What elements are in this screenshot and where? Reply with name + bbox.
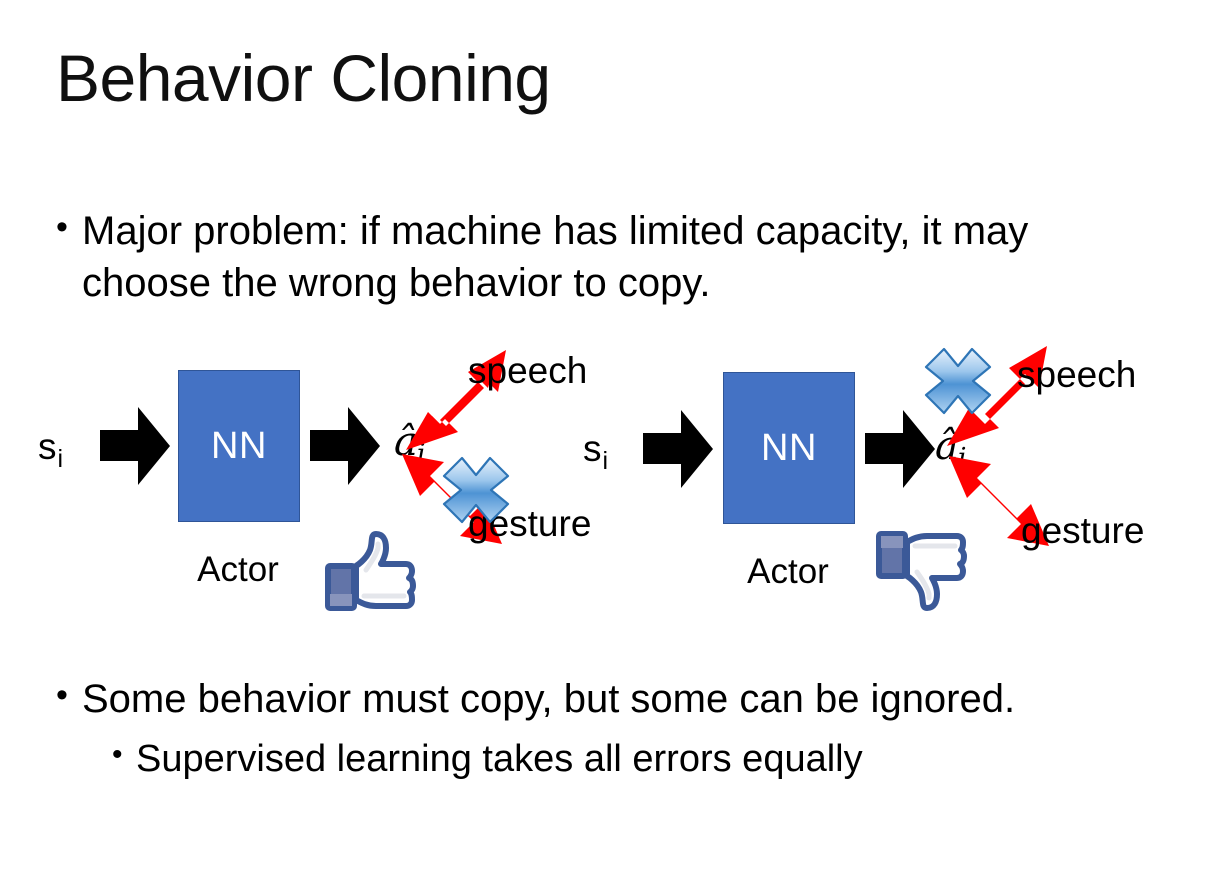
branch-label-speech-left: speech <box>468 350 588 391</box>
output-arrow-left <box>310 403 380 489</box>
input-arrow-left <box>100 403 170 489</box>
branch-label-gesture-right: gesture <box>1021 510 1145 551</box>
bullet-top-text: Major problem: if machine has limited ca… <box>82 209 1029 305</box>
branch-arrow-gesture-right <box>945 452 1053 560</box>
bullet-bottom-level2: • Supervised learning takes all errors e… <box>112 735 1172 784</box>
cross-out-icon-gesture-left <box>438 452 514 528</box>
nn-box-left: NN <box>178 370 300 522</box>
cross-out-icon-speech-right <box>920 343 996 419</box>
branch-arrow-speech-left <box>402 346 510 454</box>
nn-box-label-left: NN <box>211 425 267 467</box>
branch-arrow-speech-right <box>943 342 1051 450</box>
nn-box-label-right: NN <box>761 427 817 469</box>
input-state-label-left: si <box>38 426 64 473</box>
thumbs-down-icon-right <box>871 520 967 616</box>
bullet-top: • Major problem: if machine has limited … <box>56 205 1116 309</box>
branch-label-speech-right: speech <box>1017 354 1137 395</box>
bullet-bottom-level1-text: Some behavior must copy, but some can be… <box>82 677 1016 721</box>
actor-caption-right: Actor <box>747 552 829 591</box>
input-state-label-right: si <box>583 428 609 475</box>
nn-box-right: NN <box>723 372 855 524</box>
bullet-marker-icon: • <box>56 208 68 246</box>
diagram-left: si NN Actor âi s <box>20 340 610 630</box>
diagram-right: si NN Actor âi speech <box>565 340 1190 630</box>
bullet-bottom-level2-text: Supervised learning takes all errors equ… <box>136 738 863 780</box>
thumbs-up-icon-left <box>320 526 416 622</box>
bullet-bottom-level1: • Some behavior must copy, but some can … <box>56 673 1156 725</box>
output-action-label-left: âi <box>394 419 426 471</box>
bullet-marker-icon: • <box>112 738 123 771</box>
output-arrow-right <box>865 406 935 492</box>
bullet-marker-icon: • <box>56 676 68 714</box>
input-arrow-right <box>643 406 713 492</box>
page-title: Behavior Cloning <box>56 41 551 115</box>
actor-caption-left: Actor <box>197 550 279 589</box>
